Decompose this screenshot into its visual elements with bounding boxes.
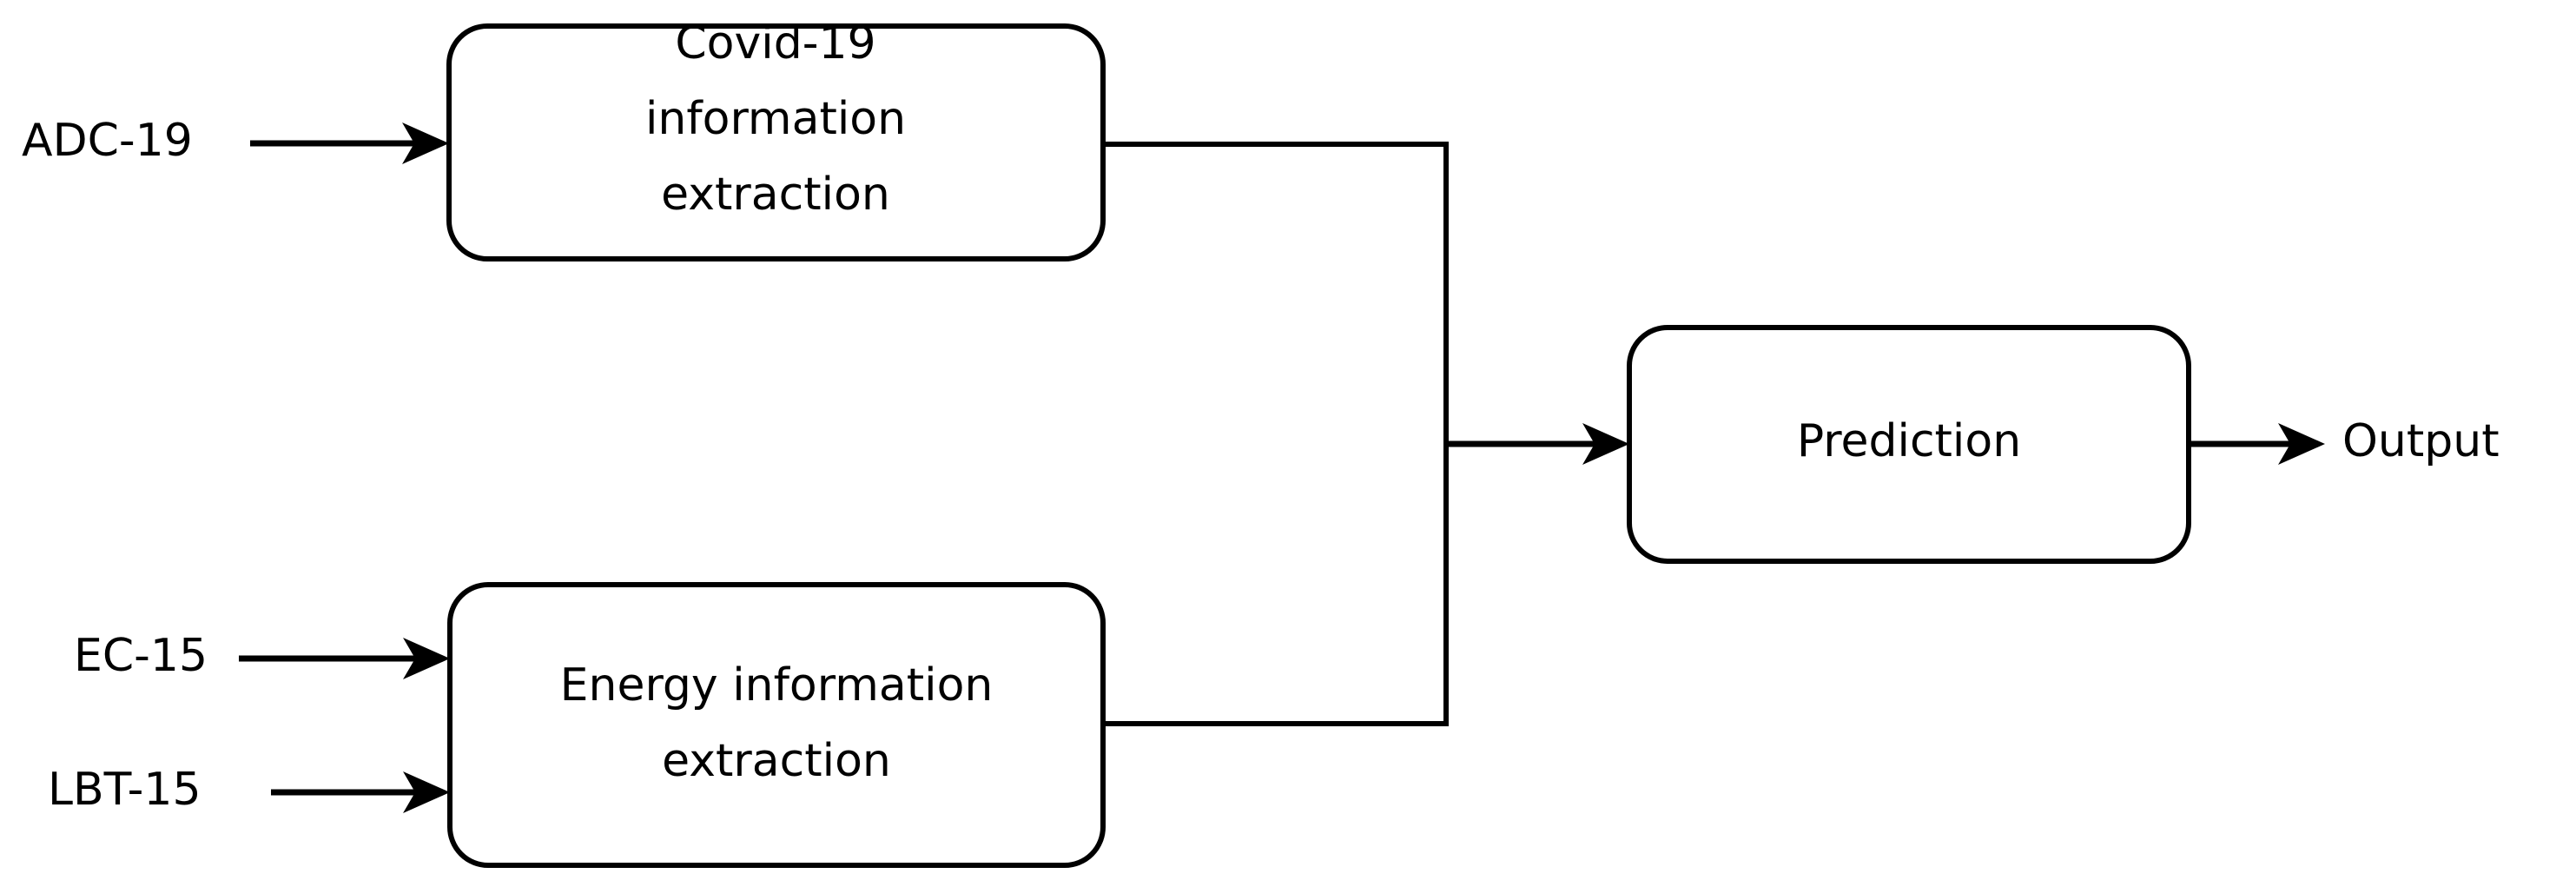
arrow-head-output (2278, 423, 2325, 465)
arrow-head-lbt15 (403, 771, 450, 813)
node-prediction-box[interactable] (1627, 325, 2191, 564)
edge-ec15-to-energy (239, 638, 450, 679)
node-prediction[interactable]: Prediction (1627, 325, 2191, 564)
node-energy-extraction-label-line1: Energy information (560, 659, 994, 712)
edge-adc19-to-covid (250, 122, 449, 164)
node-covid-extraction-label-line1: Covid-19 (675, 17, 875, 70)
node-covid-extraction-label-line2: information (645, 93, 906, 145)
node-energy-extraction[interactable]: Energy information extraction (447, 582, 1106, 868)
edge-lbt15-to-energy (271, 771, 450, 813)
edge-prediction-to-output (2189, 423, 2325, 465)
arrow-head-ec15 (403, 638, 450, 679)
input-label-lbt-15: LBT-15 (48, 764, 201, 816)
merge-connector (1103, 142, 1629, 726)
arrow-head-adc19 (402, 122, 449, 164)
input-label-ec-15: EC-15 (74, 630, 208, 682)
node-energy-extraction-box[interactable] (447, 582, 1106, 868)
node-prediction-label: Prediction (1797, 415, 2021, 467)
output-label: Output (2342, 415, 2500, 467)
node-energy-extraction-label-line2: extraction (662, 735, 891, 787)
node-covid-extraction[interactable]: Covid-19 information extraction (446, 17, 1106, 261)
node-covid-extraction-box[interactable] (446, 23, 1106, 261)
input-label-adc-19: ADC-19 (22, 115, 193, 167)
node-covid-extraction-label-line3: extraction (661, 169, 890, 221)
arrow-head-prediction (1582, 423, 1629, 465)
